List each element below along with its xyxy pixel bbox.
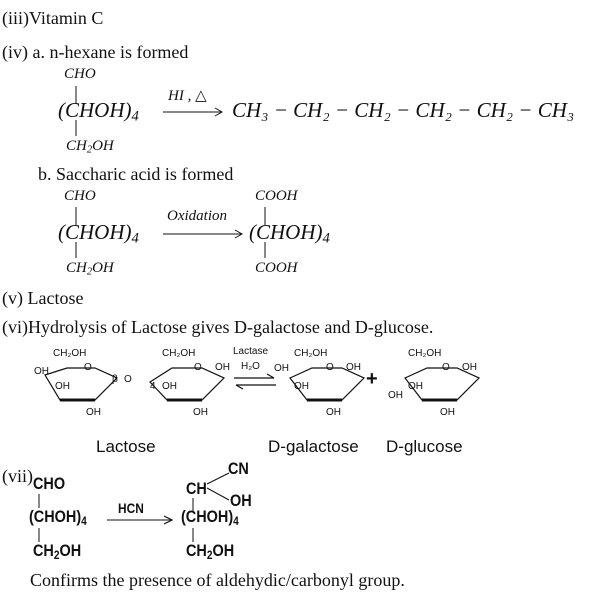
iv-reactant-mid: (CHOH)4 — [58, 98, 139, 125]
ivb-bond-bottom — [75, 242, 77, 258]
iv-arrow — [163, 107, 224, 117]
gal-oh-right: OH — [346, 362, 361, 373]
ivb-reactant-mid: (CHOH)4 — [58, 220, 139, 247]
vii-product-bottom: CH2OH — [186, 541, 235, 562]
lac2-oh-bottom: OH — [193, 407, 208, 418]
vii-product-bond-bottom — [192, 528, 194, 542]
item-iv-b-heading: b. Saccharic acid is formed — [38, 164, 234, 184]
gal-o: O — [326, 362, 334, 373]
gal-ch2oh: CH₂OH — [294, 348, 328, 359]
lac1-ch2oh: CH₂OH — [53, 348, 87, 359]
vii-arrow — [107, 515, 174, 525]
lac1-oh-bottom: OH — [86, 407, 101, 418]
ivb-product-bond-bottom — [264, 242, 266, 258]
item-vi-heading: (vi)Hydrolysis of Lactose gives D-galact… — [2, 317, 434, 337]
iv-reagent: HI , △ — [168, 88, 207, 104]
item-v: (v) Lactose — [2, 288, 84, 308]
vii-bond-top — [38, 494, 40, 508]
vii-product-cn: CN — [228, 459, 249, 478]
ivb-product-bottom: COOH — [255, 260, 298, 276]
ivb-product-bond-top — [264, 207, 266, 225]
vii-reagent: HCN — [118, 500, 144, 516]
label-glucose: D-glucose — [386, 437, 463, 456]
ivb-product-mid: (CHOH)4 — [249, 220, 330, 247]
gal-oh-left: OH — [274, 363, 289, 374]
galactose-ring — [289, 367, 366, 402]
gal-oh-mid: OH — [294, 381, 309, 392]
lac2-o: O — [194, 362, 202, 373]
vii-product-oh: OH — [230, 491, 252, 510]
lac2-oh-mid: OH — [162, 381, 177, 392]
lac1-o: O — [84, 362, 92, 373]
ivb-reagent: Oxidation — [167, 208, 227, 224]
lactose-ring-2 — [149, 367, 226, 402]
equilibrium-arrow — [234, 373, 276, 390]
label-lactose: Lactose — [96, 437, 156, 456]
vii-reactant-mid: (CHOH)4 — [29, 507, 87, 528]
lac1-oh-mid: OH — [55, 381, 70, 392]
iv-reactant-bottom: CH2OH — [66, 138, 114, 156]
vii-product-bonds — [206, 472, 230, 501]
iv-bond-top — [75, 86, 77, 104]
vii-product-mid: (CHOH)4 — [181, 507, 239, 528]
item-iv-heading: (iv) a. n-hexane is formed — [2, 42, 189, 62]
vii-reactant-top: CHO — [33, 474, 66, 493]
iv-bond-bottom — [75, 120, 77, 136]
vii-reactant-bottom: CH2OH — [33, 541, 82, 562]
lac2-ch2oh: CH₂OH — [162, 348, 196, 359]
ivb-product-top: COOH — [255, 188, 298, 204]
conclusion: Confirms the presence of aldehydic/carbo… — [30, 570, 405, 590]
vii-bond-bottom — [38, 528, 40, 542]
lactose-ring-1 — [44, 367, 119, 402]
ivb-reactant-bottom: CH2OH — [66, 260, 114, 278]
glc-oh-left: OH — [388, 390, 403, 401]
iv-product: CH₃ − CH₂ − CH₂ − CH₂ − CH₂ − CH₃ — [232, 98, 575, 122]
glc-oh-right: OH — [462, 362, 477, 373]
iv-reactant-top: CHO — [64, 66, 96, 82]
lac-beta: β — [112, 374, 118, 385]
lac-num4: 4 — [150, 381, 156, 392]
ivb-arrow — [163, 229, 244, 239]
gal-oh-bottom: OH — [326, 407, 341, 418]
water-label: H₂O — [241, 361, 260, 372]
label-galactose: D-galactose — [268, 437, 359, 456]
item-iii: (iii)Vitamin C — [2, 8, 104, 28]
lac1-oh-left: OH — [34, 366, 49, 377]
lac2-oh-right: OH — [215, 362, 230, 373]
glc-o: O — [442, 362, 450, 373]
vii-product-bond-top — [192, 498, 194, 512]
item-vii-label: (vii) — [2, 466, 33, 486]
lac-glycosidic-o: O — [124, 374, 132, 385]
vii-product-ch: CH — [186, 479, 207, 498]
glc-oh-bottom: OH — [440, 407, 455, 418]
lactase-label: Lactase — [233, 346, 269, 357]
plus-sign: + — [366, 368, 378, 390]
glc-ch2oh: CH₂OH — [408, 348, 442, 359]
glucose-ring — [404, 367, 481, 402]
glc-oh-mid: OH — [408, 381, 423, 392]
ivb-bond-top — [75, 207, 77, 225]
ivb-reactant-top: CHO — [64, 188, 96, 204]
